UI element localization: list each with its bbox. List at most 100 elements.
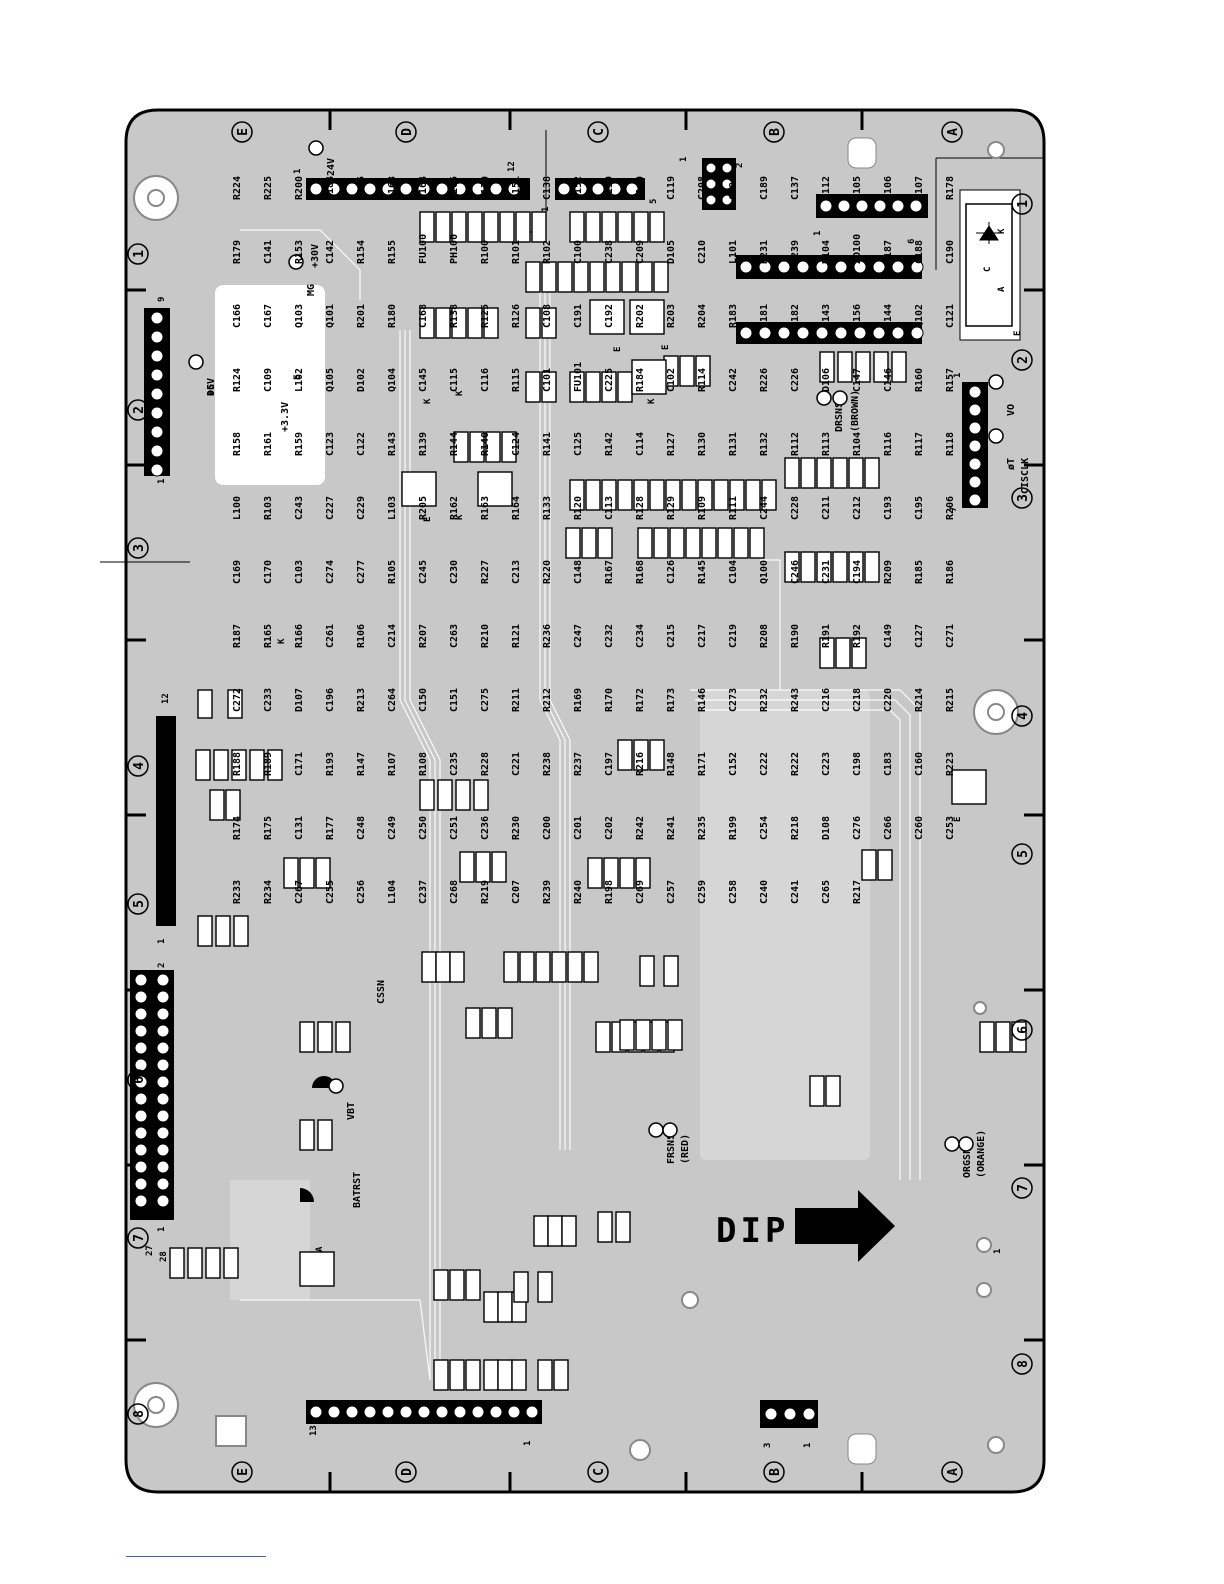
header-pin bbox=[417, 1405, 431, 1419]
grid-row-right-3-ring bbox=[1011, 487, 1033, 509]
component-label: R180 bbox=[387, 304, 398, 328]
grid-column-top-D: D bbox=[400, 128, 415, 136]
component-pad bbox=[233, 915, 249, 947]
component-label: C234 bbox=[635, 624, 646, 648]
header-pin bbox=[453, 1405, 467, 1419]
component-pad bbox=[499, 211, 515, 243]
transistor-outline bbox=[629, 299, 665, 335]
component-pad bbox=[891, 351, 907, 383]
header-pin bbox=[134, 1194, 148, 1208]
component-pad bbox=[784, 457, 800, 489]
header-pin bbox=[150, 406, 164, 420]
component-pad bbox=[451, 307, 467, 339]
component-label: R233 bbox=[232, 880, 243, 904]
component-label: R230 bbox=[511, 816, 522, 840]
component-label: R124 bbox=[232, 368, 243, 392]
component-label: C152 bbox=[728, 752, 739, 776]
component-label: R217 bbox=[852, 880, 863, 904]
component-label: Q105 bbox=[325, 368, 336, 392]
transistor-outline bbox=[631, 359, 667, 395]
component-label: R236 bbox=[542, 624, 553, 648]
component-label: R231 bbox=[759, 240, 770, 264]
component-label: R145 bbox=[697, 560, 708, 584]
component-pad bbox=[617, 479, 633, 511]
component-pad bbox=[421, 951, 437, 983]
component-label: R163 bbox=[480, 496, 491, 520]
header-pin bbox=[705, 162, 717, 174]
component-label: R157 bbox=[945, 368, 956, 392]
component-pad bbox=[459, 851, 475, 883]
header-pin bbox=[910, 326, 924, 340]
pin-number: 2 bbox=[735, 163, 745, 168]
grid-row-left-3-ring bbox=[127, 537, 149, 559]
component-pad bbox=[437, 779, 453, 811]
component-label: C126 bbox=[666, 560, 677, 584]
component-label: C263 bbox=[449, 624, 460, 648]
test-point-label: VO bbox=[1006, 404, 1017, 416]
header-pin bbox=[625, 182, 639, 196]
component-pad bbox=[635, 857, 651, 889]
component-label: R172 bbox=[635, 688, 646, 712]
component-label: R167 bbox=[604, 560, 615, 584]
component-pad bbox=[635, 1019, 651, 1051]
component-label: R159 bbox=[294, 432, 305, 456]
grid-row-right-5: 5 bbox=[1016, 850, 1031, 858]
component-label: R208 bbox=[759, 624, 770, 648]
grid-row-right-3: 3 bbox=[1016, 494, 1031, 502]
test-point-label: DRSNS bbox=[834, 402, 845, 432]
component-pad bbox=[585, 479, 601, 511]
component-pad bbox=[169, 1247, 185, 1279]
component-label: C200 bbox=[542, 816, 553, 840]
component-pad bbox=[467, 307, 483, 339]
component-pad bbox=[669, 527, 685, 559]
component-pad bbox=[637, 527, 653, 559]
polarity-mark: E bbox=[661, 345, 671, 350]
header-pin bbox=[156, 1109, 170, 1123]
component-label: R183 bbox=[728, 304, 739, 328]
component-label: R129 bbox=[666, 496, 677, 520]
grid-row-right-6: 6 bbox=[1016, 1026, 1031, 1034]
component-pad bbox=[483, 1359, 499, 1391]
component-label: R201 bbox=[356, 304, 367, 328]
grid-row-left-1-ring bbox=[127, 243, 149, 265]
component-label: C145 bbox=[418, 368, 429, 392]
dip-label: DIP bbox=[716, 1211, 789, 1251]
component-pad bbox=[449, 951, 465, 983]
component-pad bbox=[215, 915, 231, 947]
grid-row-left-4: 4 bbox=[132, 762, 147, 770]
component-label: R182 bbox=[790, 304, 801, 328]
pin-number: 1 bbox=[953, 373, 963, 378]
grid-row-left-6-ring bbox=[127, 1069, 149, 1091]
component-label: R115 bbox=[511, 368, 522, 392]
component-pad bbox=[819, 351, 835, 383]
grid-column-bottom-A: A bbox=[946, 1468, 961, 1476]
component-label: R198 bbox=[604, 880, 615, 904]
component-label: R169 bbox=[573, 688, 584, 712]
test-point-pad bbox=[988, 428, 1004, 444]
component-label: C193 bbox=[883, 496, 894, 520]
component-pad bbox=[433, 1269, 449, 1301]
pin-number: 2 bbox=[157, 963, 167, 968]
component-label: R121 bbox=[511, 624, 522, 648]
component-pad bbox=[979, 1021, 995, 1053]
grid-row-left-2: 2 bbox=[132, 406, 147, 414]
component-label: C194 bbox=[852, 560, 863, 584]
grid-row-right-4-ring bbox=[1011, 705, 1033, 727]
component-pad bbox=[483, 1291, 499, 1323]
component-label: C218 bbox=[852, 688, 863, 712]
component-pad bbox=[873, 351, 889, 383]
pin-number: 1 bbox=[541, 207, 551, 212]
component-label: R191 bbox=[821, 624, 832, 648]
component-label: R181 bbox=[759, 304, 770, 328]
component-pad bbox=[848, 457, 864, 489]
grid-row-right-4: 4 bbox=[1016, 712, 1031, 720]
component-label: C122 bbox=[356, 432, 367, 456]
component-label: R175 bbox=[263, 816, 274, 840]
header-pin bbox=[156, 1007, 170, 1021]
component-pad bbox=[195, 749, 211, 781]
header-pin bbox=[134, 1024, 148, 1038]
component-pad bbox=[497, 1291, 513, 1323]
component-label: C247 bbox=[573, 624, 584, 648]
